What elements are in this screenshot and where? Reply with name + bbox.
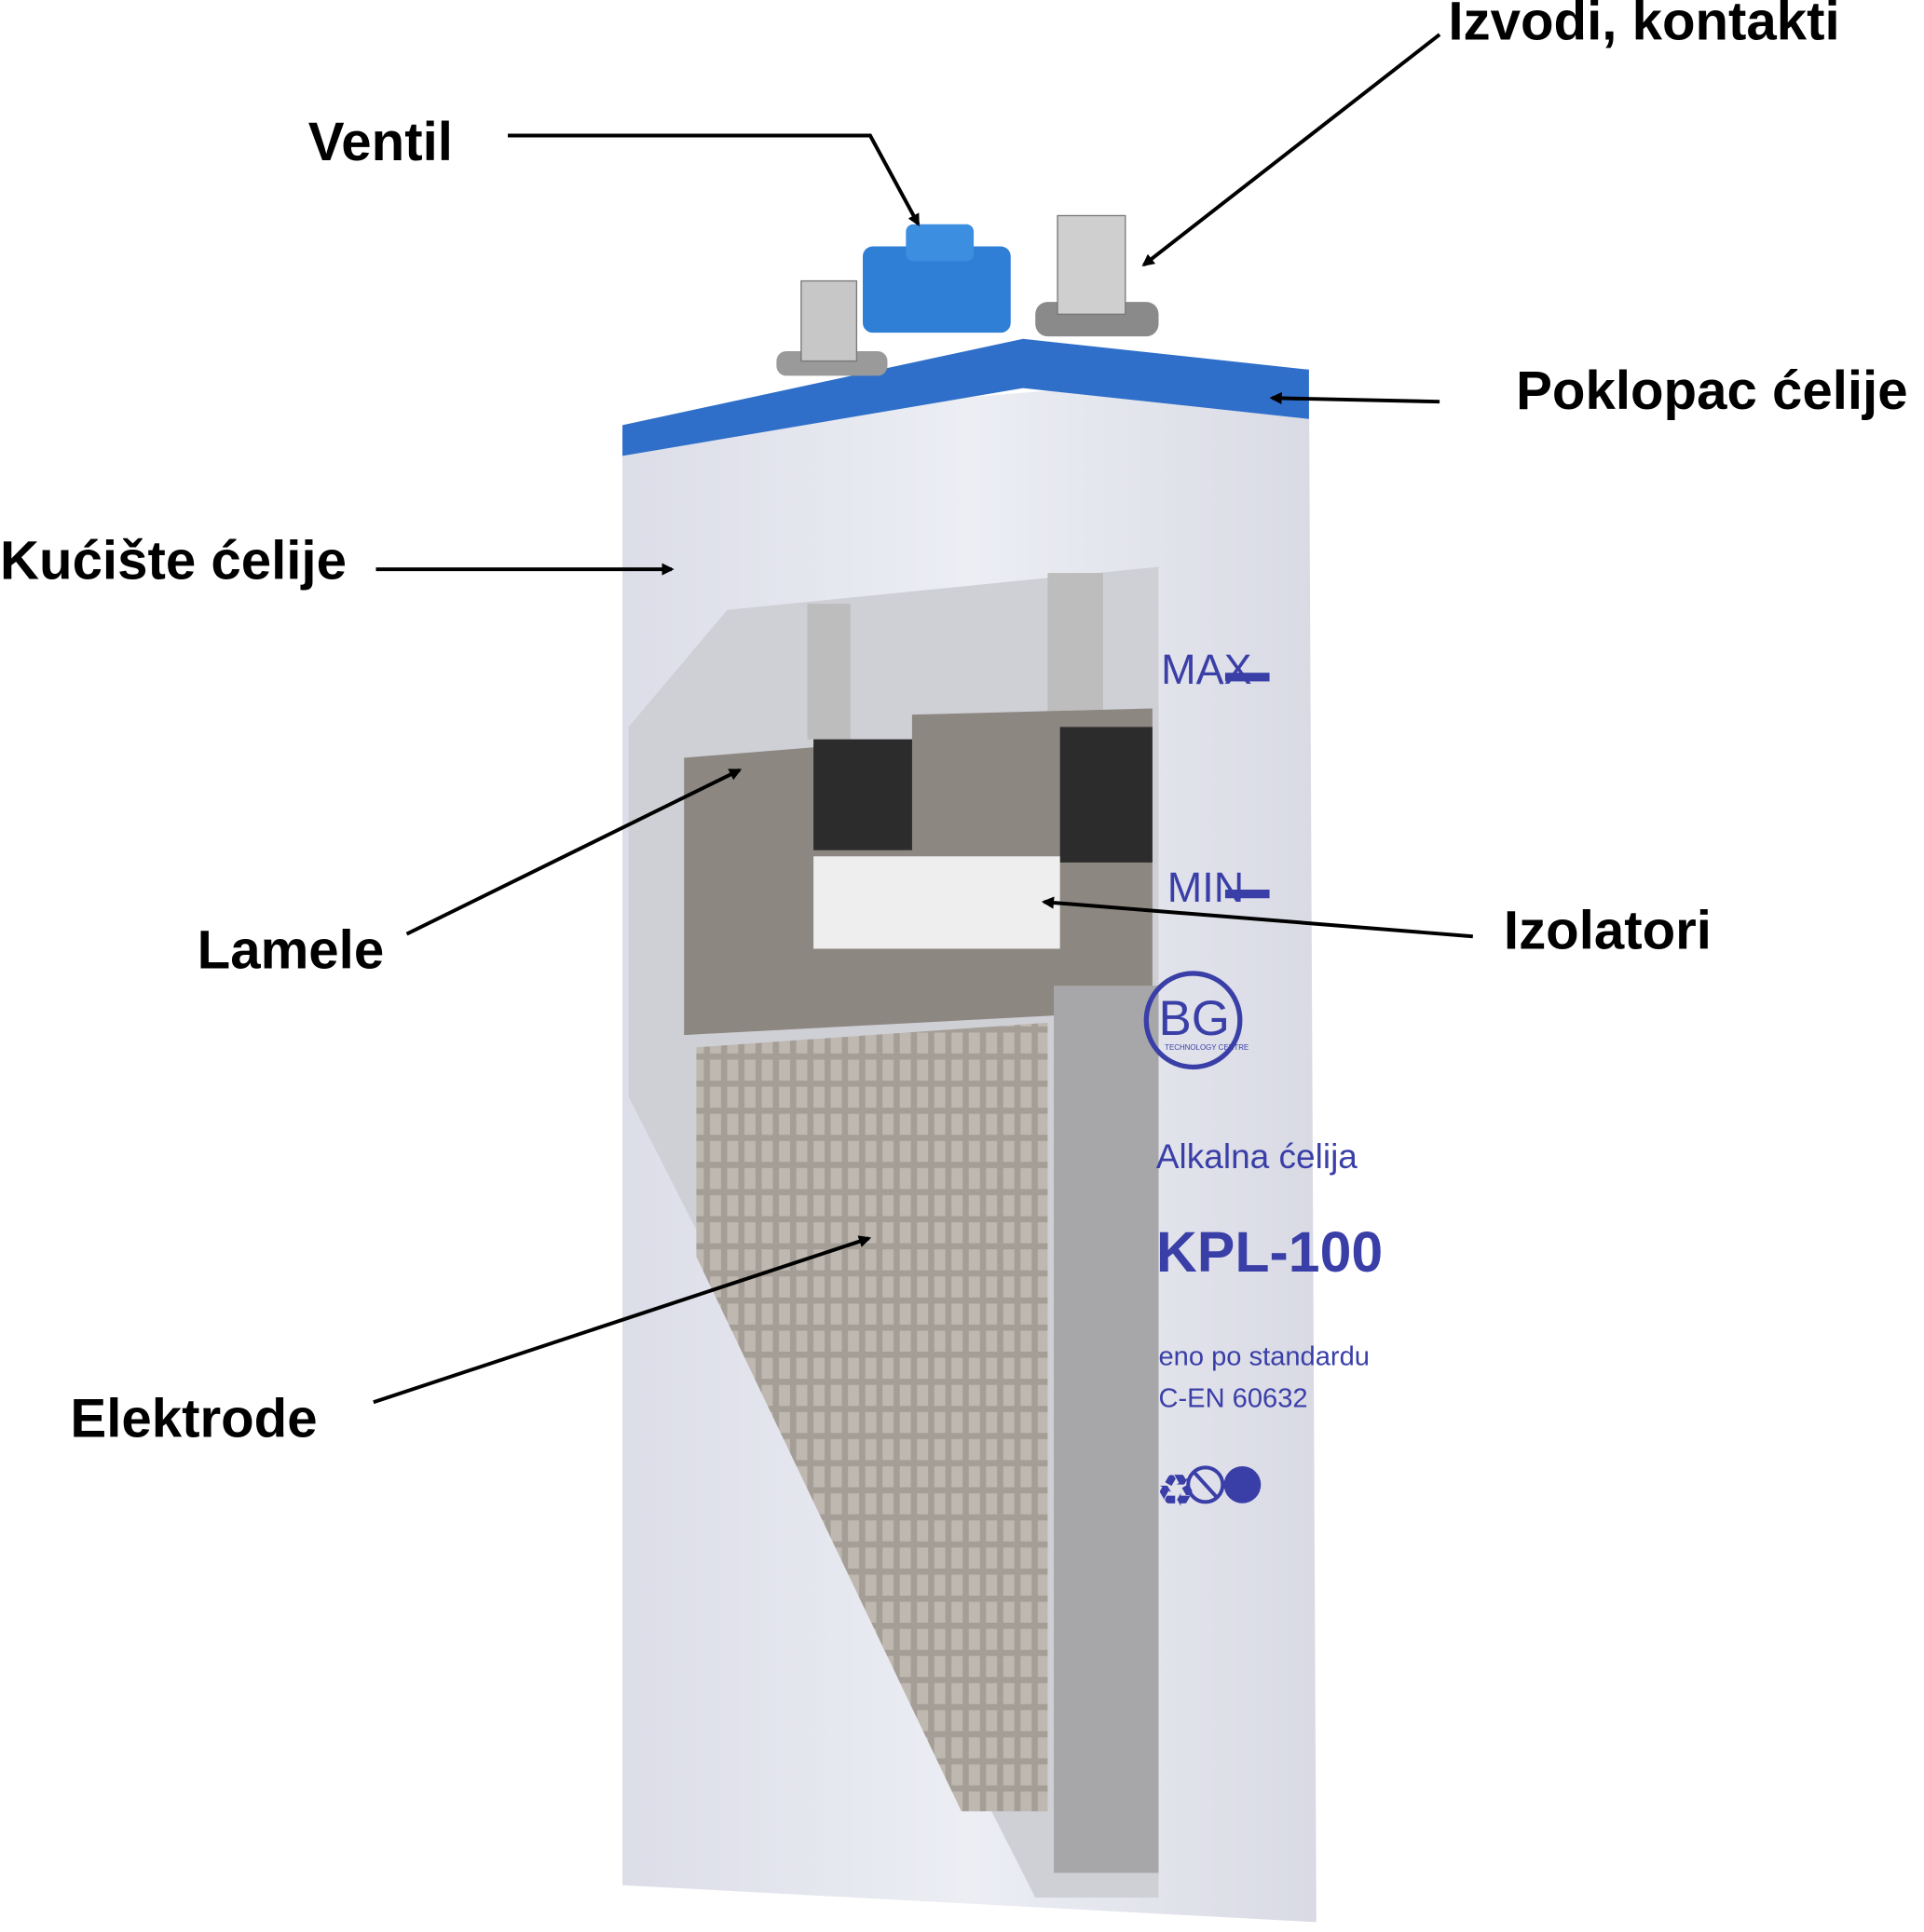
label-lamele: Lamele [198, 920, 385, 981]
elektrode-arrow [373, 1235, 872, 1405]
insulator [813, 856, 1060, 949]
label-poklopac-celije: Poklopac ćelije [1516, 361, 1907, 421]
cell-type-text: Alkalna ćelija [1156, 1136, 1358, 1176]
max-mark-label: MAX [1161, 646, 1251, 693]
min-mark-label: MIN [1167, 864, 1244, 911]
terminals [776, 214, 1159, 376]
label-elektrode: Elektrode [70, 1388, 317, 1449]
min-line [1224, 889, 1270, 899]
cell-model-text: KPL-100 [1156, 1220, 1383, 1284]
read-manual-icon [1223, 1466, 1262, 1503]
label-izolatori: Izolatori [1504, 900, 1712, 960]
label-izvodi-kontakti: Izvodi, kontakti [1448, 0, 1839, 51]
lamele-arrow [405, 768, 743, 936]
izvodi-arrow [1141, 33, 1441, 267]
logo-subtext: TECHNOLOGY CENTRE [1165, 1043, 1249, 1052]
max-line [1224, 673, 1270, 682]
label-ventil: Ventil [308, 112, 453, 172]
ventil-arrow [508, 133, 921, 227]
electrodes [696, 1022, 1048, 1812]
logo-icon [1143, 971, 1243, 1070]
callouts [373, 33, 1473, 1405]
poklopac-arrow [1269, 391, 1440, 405]
no-smoking-icon [1186, 1465, 1225, 1504]
valve [863, 224, 1011, 333]
cutaway-interior [628, 566, 1159, 1898]
cell-lid [622, 338, 1309, 456]
logo-text: BG [1158, 991, 1229, 1046]
cell-print: MAX MIN BG TECHNOLOGY CENTRE Alkalna ćel… [1143, 646, 1383, 1516]
standard-text-2: C-EN 60632 [1158, 1384, 1307, 1414]
label-kuciste-celije: Kućište ćelije [0, 531, 347, 592]
izolatori-arrow [1041, 896, 1473, 939]
standard-text-1: eno po standardu [1158, 1342, 1369, 1372]
